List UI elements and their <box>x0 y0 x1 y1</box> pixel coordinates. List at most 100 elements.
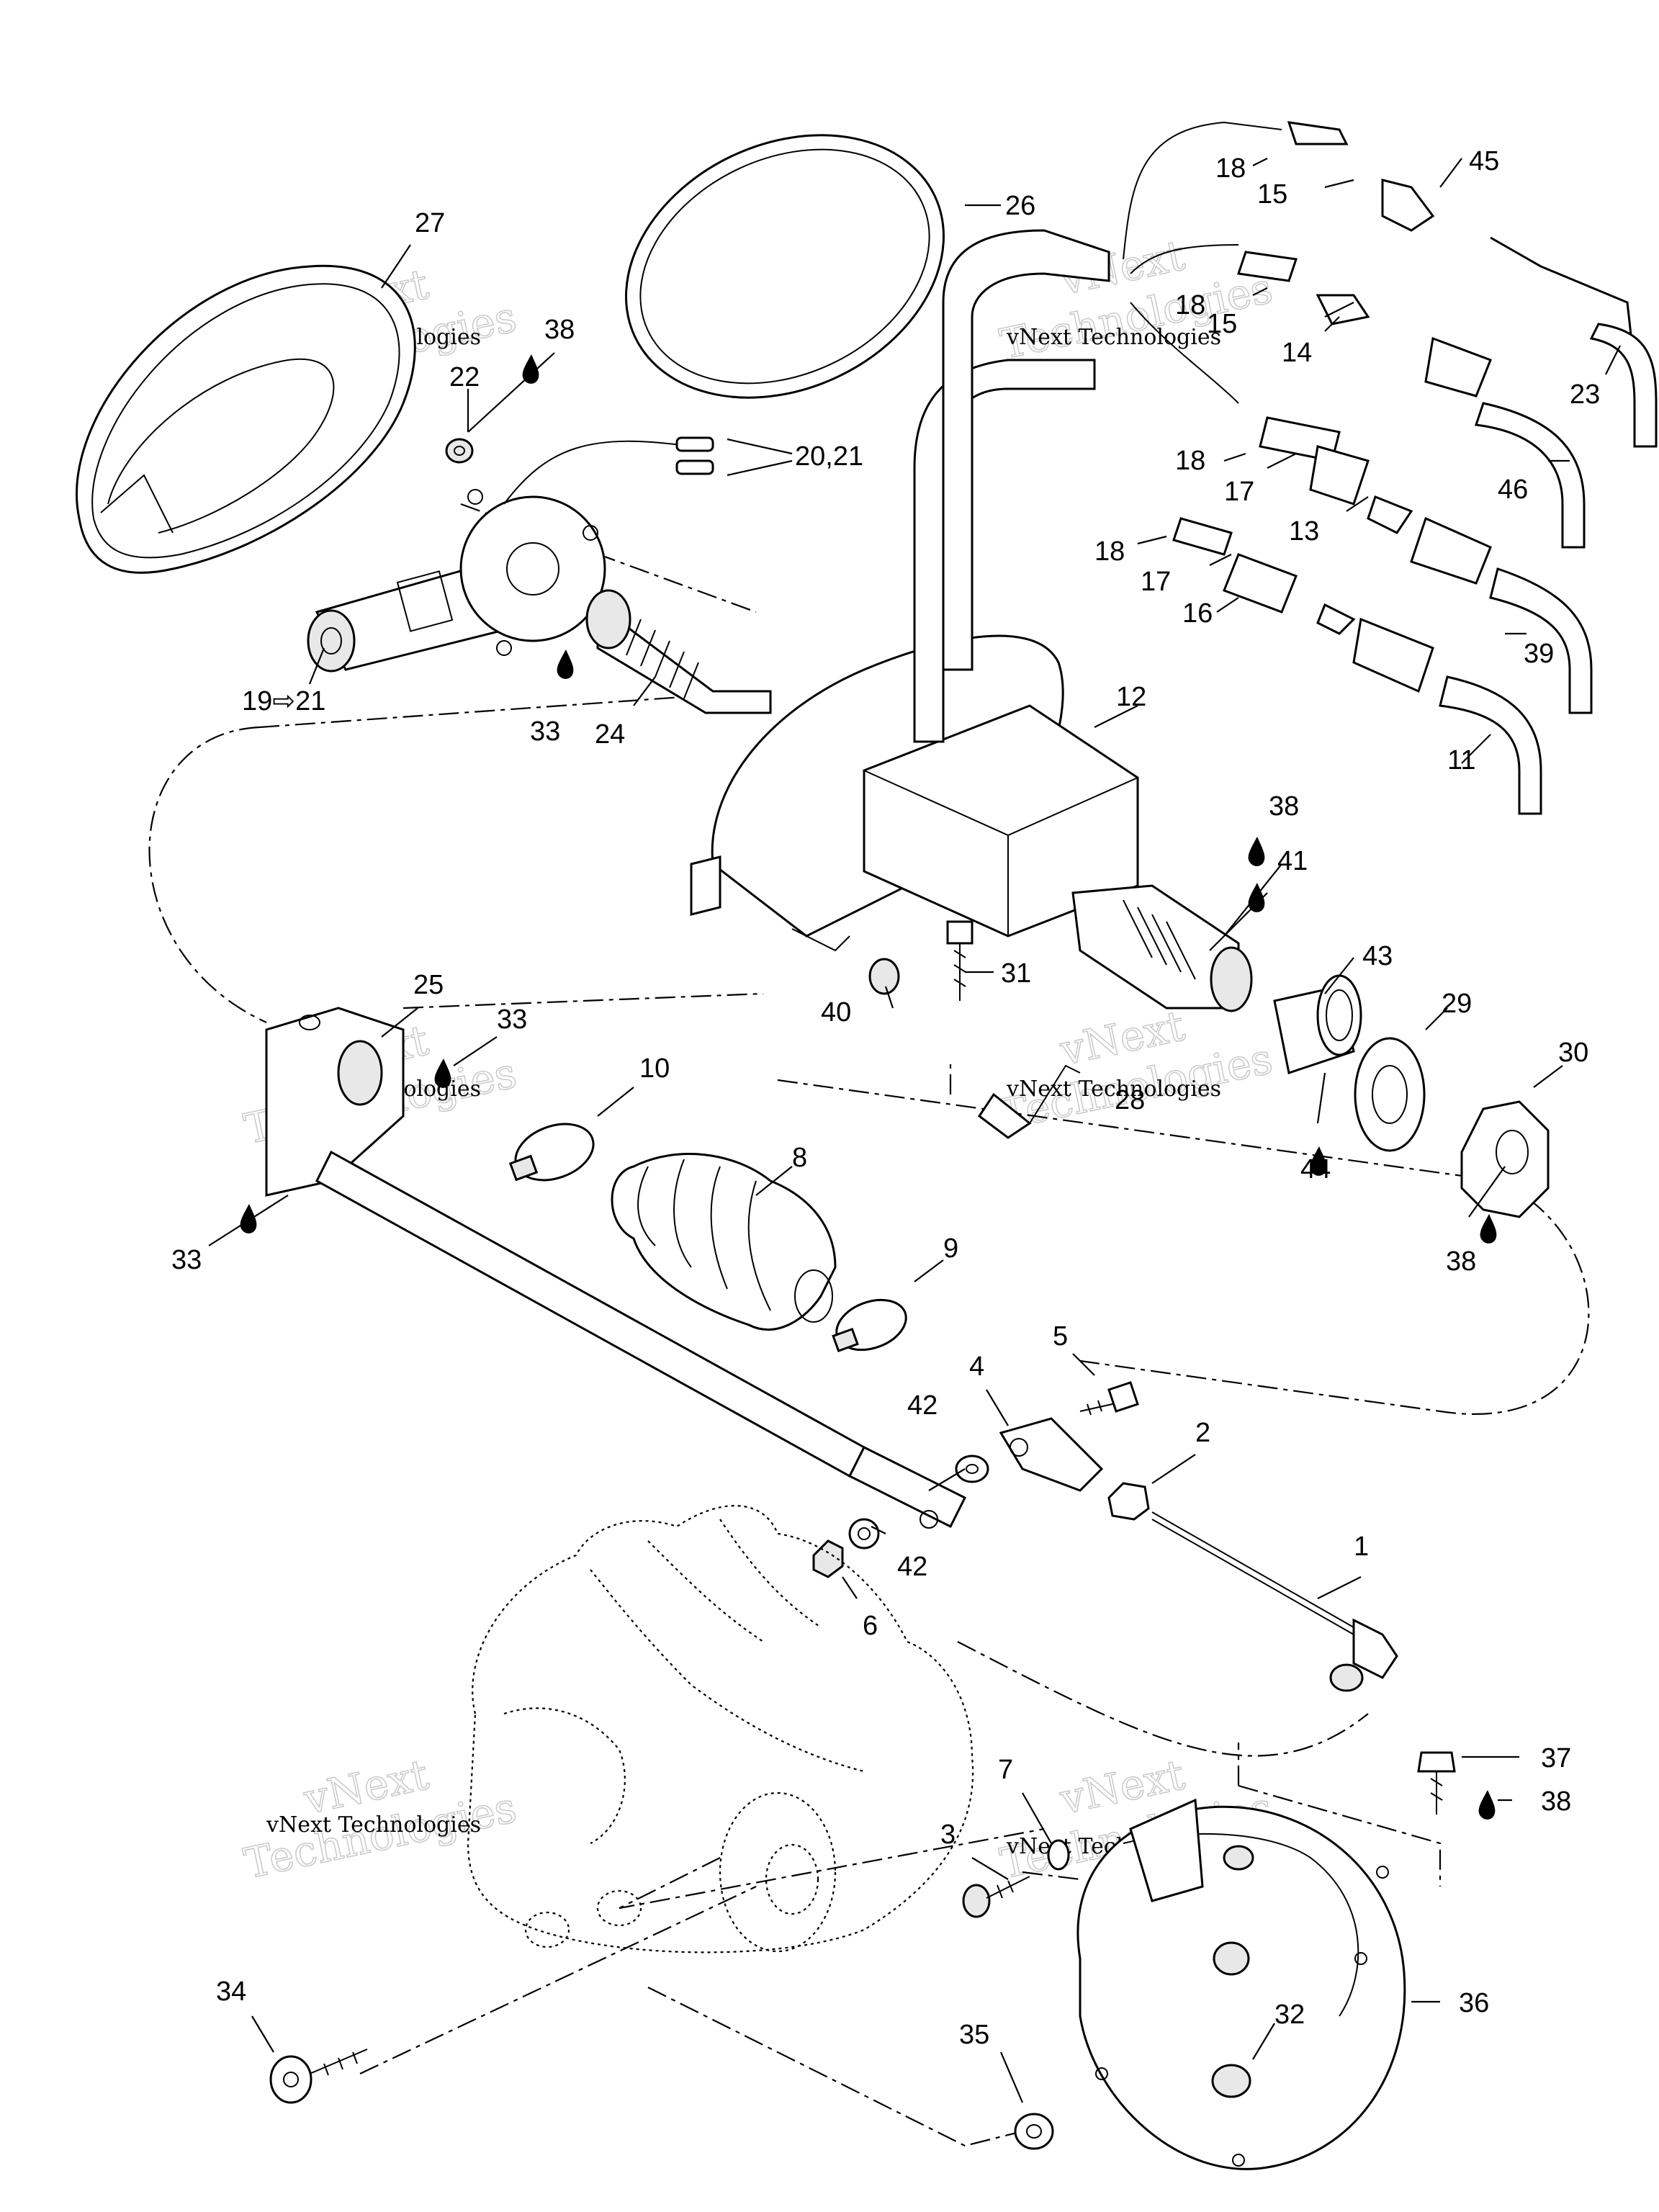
part-43-bushing <box>1273 974 1362 1074</box>
callout-5: 5 <box>1053 1321 1068 1352</box>
part-35-grommet <box>1014 2113 1054 2150</box>
callout-9: 9 <box>943 1233 958 1264</box>
part-26-seal-loop <box>625 134 945 399</box>
part-28-clip <box>977 1064 1081 1139</box>
drop-icon <box>434 1058 451 1088</box>
callout-11: 11 <box>1447 745 1475 775</box>
drop-icon <box>240 1204 257 1233</box>
callout-43: 43 <box>1362 941 1393 971</box>
part-42-washer-lower <box>848 1518 880 1550</box>
callout-35: 35 <box>959 2020 989 2050</box>
callout-16: 16 <box>1182 598 1213 629</box>
pump-body-ghost <box>467 1505 974 1954</box>
callout-40: 40 <box>821 997 851 1028</box>
callout-32: 32 <box>1274 2000 1305 2030</box>
callout-33b: 33 <box>497 1004 527 1035</box>
callout-20-21: 20,21 <box>795 441 863 472</box>
callout-23: 23 <box>1570 379 1600 410</box>
callout-17a: 17 <box>1224 477 1254 507</box>
callout-labels: 1 2 3 4 5 6 7 8 9 10 11 12 13 14 15 15 1… <box>171 146 1600 2050</box>
part-12-housing <box>690 634 1139 952</box>
part-8-boot <box>611 1153 837 1331</box>
drop-icon <box>522 354 539 384</box>
callout-38b: 38 <box>1269 791 1299 822</box>
part-42-washer-upper <box>955 1455 989 1483</box>
callout-15a: 15 <box>1257 179 1287 210</box>
part-25-bracket <box>265 1007 405 1197</box>
part-7-washer <box>1047 1839 1070 1871</box>
callout-29: 29 <box>1442 989 1472 1019</box>
drop-icon <box>1310 1146 1327 1176</box>
callout-18b: 18 <box>1175 290 1205 320</box>
callout-38a: 38 <box>544 315 575 345</box>
watermark-inline-2: vNext Technologies <box>1006 325 1221 350</box>
callout-33a: 33 <box>530 716 560 747</box>
wiring-harness <box>1123 121 1658 815</box>
part-1-cable <box>1151 1511 1398 1692</box>
drop-icon <box>1478 1790 1496 1820</box>
callout-14: 14 <box>1282 338 1312 368</box>
drop-icon <box>557 649 574 679</box>
callout-37: 37 <box>1541 1743 1571 1773</box>
part-6-nut <box>812 1539 844 1578</box>
callout-39: 39 <box>1524 639 1554 669</box>
callout-46: 46 <box>1498 475 1528 505</box>
callout-33c: 33 <box>171 1245 202 1275</box>
part-5-bolt <box>1079 1381 1139 1416</box>
callout-26: 26 <box>1005 191 1035 221</box>
callout-30: 30 <box>1558 1038 1588 1068</box>
assembly-lines <box>148 503 1590 2147</box>
callout-19-21: 19⇨21 <box>242 686 325 716</box>
part-30-nut <box>1460 1100 1550 1218</box>
callout-1: 1 <box>1354 1532 1369 1562</box>
watermark-inline-5: vNext Technologies <box>266 1812 481 1838</box>
part-9-clamp <box>832 1298 907 1353</box>
callout-22: 22 <box>449 362 480 392</box>
watermark-5: vNext Technologies <box>240 1749 521 1888</box>
callout-41: 41 <box>1277 846 1308 876</box>
part-29-washer <box>1354 1037 1426 1152</box>
drop-icon <box>1248 837 1265 866</box>
callout-8: 8 <box>792 1143 807 1173</box>
callout-28: 28 <box>1115 1085 1145 1115</box>
lubricant-drop-icons <box>240 354 1497 1820</box>
part-19-21-motor <box>307 436 714 673</box>
callout-18c: 18 <box>1175 446 1205 476</box>
callout-13: 13 <box>1289 516 1319 547</box>
callout-25: 25 <box>413 970 444 1000</box>
part-27-cover <box>76 264 416 574</box>
callout-36: 36 <box>1459 1988 1489 2018</box>
callout-42a: 42 <box>907 1390 938 1421</box>
callout-10: 10 <box>639 1053 670 1084</box>
part-24-worm-gear <box>585 589 772 714</box>
callout-2: 2 <box>1195 1418 1210 1448</box>
part-10-clamp <box>508 1123 595 1182</box>
leader-lines <box>208 158 1621 2103</box>
part-4-rod-end <box>999 1417 1104 1492</box>
callout-42b: 42 <box>897 1552 927 1582</box>
part-37-screw <box>1417 1751 1456 1815</box>
callout-31: 31 <box>1001 958 1031 989</box>
part-output-shaft <box>1071 884 1253 1012</box>
callout-15b: 15 <box>1207 309 1237 339</box>
callout-34: 34 <box>216 1977 246 2007</box>
callout-4: 4 <box>969 1352 984 1382</box>
part-3-screw <box>962 1876 1030 1918</box>
part-31-screw <box>946 920 974 1001</box>
part-36-nozzle-ring <box>1076 1798 1406 2170</box>
callout-44: 44 <box>1300 1154 1331 1184</box>
callout-38c: 38 <box>1446 1246 1476 1277</box>
callout-7: 7 <box>998 1755 1013 1785</box>
callout-38d: 38 <box>1541 1786 1571 1817</box>
part-2-nut <box>1107 1482 1150 1521</box>
callout-3: 3 <box>940 1820 956 1850</box>
callout-18a: 18 <box>1215 153 1246 184</box>
callout-18d: 18 <box>1094 536 1125 567</box>
drop-icon <box>1480 1214 1497 1244</box>
callout-24: 24 <box>595 719 625 750</box>
callout-27: 27 <box>415 208 445 238</box>
watermark-inline-4: vNext Technologies <box>1006 1076 1221 1102</box>
callout-6: 6 <box>863 1611 878 1641</box>
part-40-grommet <box>868 958 900 995</box>
